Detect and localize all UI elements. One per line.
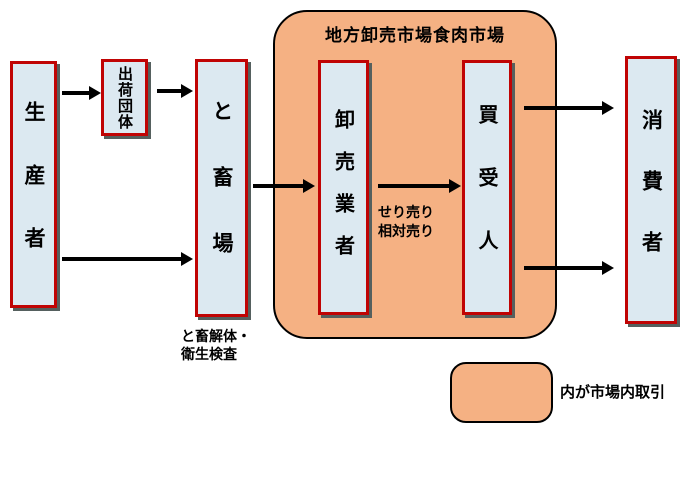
- arrow-shipping-to-slaughterhouse: [157, 84, 193, 98]
- node-consumer-label: 消費者: [639, 108, 664, 292]
- market-title: 地方卸売市場食肉市場: [325, 26, 505, 46]
- market-container: 地方卸売市場食肉市場: [273, 10, 557, 339]
- legend-market-area-swatch: [450, 362, 553, 423]
- slaughter-inspection-label: と畜解体・ 衛生検査: [181, 329, 251, 363]
- node-shipping-organization: 出荷団体: [101, 59, 148, 136]
- arrow-buyer-to-consumer-top: [524, 101, 614, 115]
- arrow-buyer-to-consumer-bottom: [524, 261, 614, 275]
- node-slaughterhouse: と畜場: [195, 59, 248, 317]
- node-slaughterhouse-label: と畜場: [210, 100, 234, 298]
- node-buyer: 買受人: [462, 60, 512, 315]
- node-consumer: 消費者: [625, 56, 677, 324]
- sale-methods-label: せり売り 相対売り: [378, 205, 434, 240]
- node-wholesaler: 卸売業者: [318, 60, 369, 315]
- node-wholesaler-label: 卸売業者: [331, 109, 356, 277]
- node-producer: 生産者: [10, 61, 57, 308]
- arrow-producer-to-shipping: [62, 86, 101, 100]
- arrow-producer-to-slaughterhouse: [62, 252, 193, 266]
- legend-label: 内が市場内取引: [560, 383, 666, 401]
- node-producer-label: 生産者: [22, 100, 46, 290]
- node-buyer-label: 買受人: [475, 103, 499, 293]
- node-shipping-organization-label: 出荷団体: [116, 65, 134, 130]
- arrow-wholesaler-to-buyer: [378, 179, 461, 193]
- arrow-slaughterhouse-to-wholesaler: [253, 179, 315, 193]
